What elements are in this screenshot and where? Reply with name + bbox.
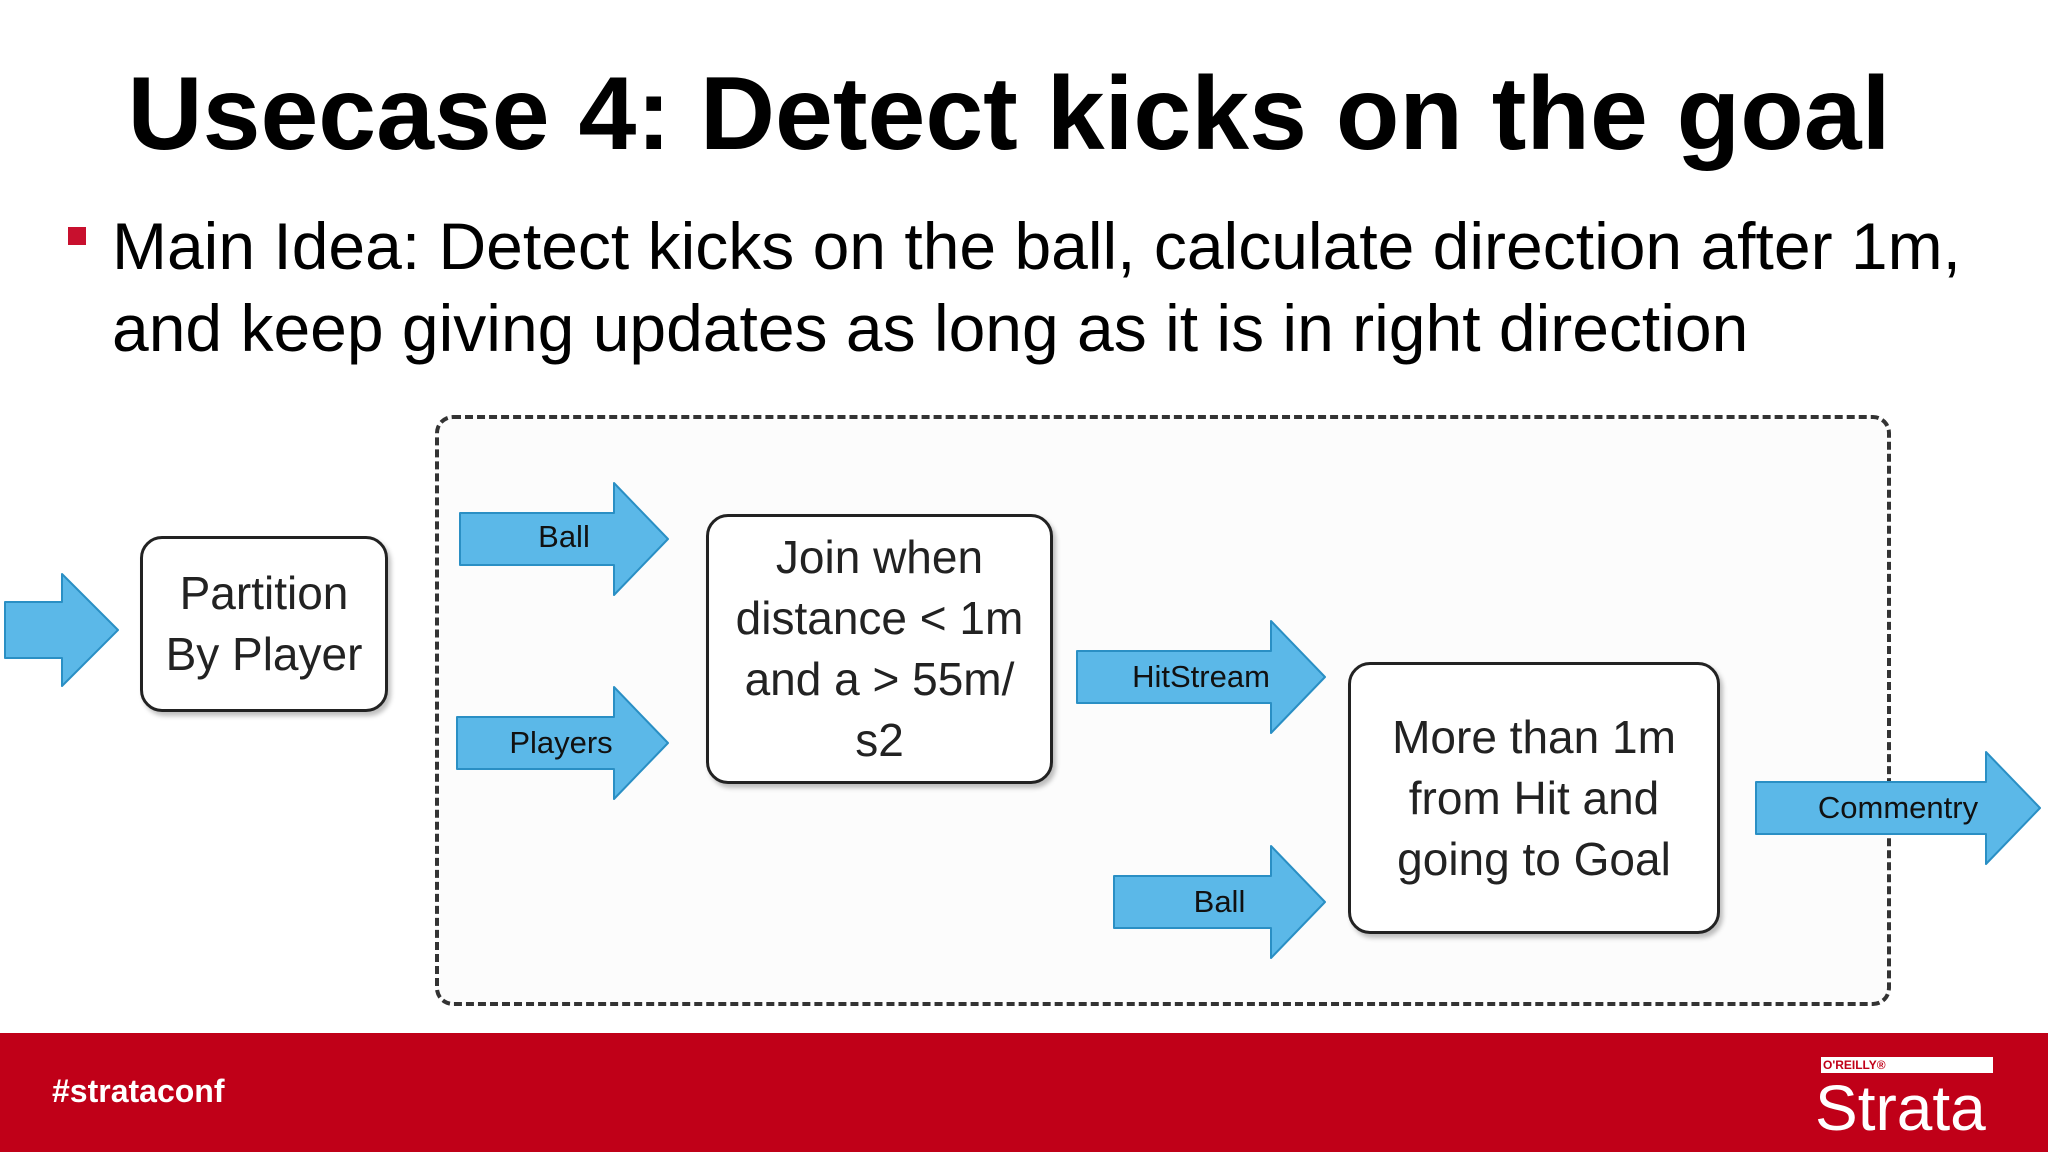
partition-box-text: Partition By Player — [165, 567, 363, 680]
ball-arrow-bottom-label: Ball — [1193, 884, 1246, 919]
goal-direction-box: More than 1m from Hit and going to Goal — [1348, 662, 1720, 934]
commentry-arrow: Commentry — [1755, 751, 2041, 865]
join-box-text: Join when distance < 1m and a > 55m/ s2 — [735, 531, 1024, 766]
ball-arrow-bottom: Ball — [1113, 845, 1326, 959]
oreilly-logo-bar — [1821, 1057, 1993, 1073]
players-arrow-label: Players — [509, 725, 613, 760]
partition-by-player-box: Partition By Player — [140, 536, 388, 712]
input-arrow-icon — [4, 573, 119, 687]
oreilly-logo-text: O'REILLY® — [1823, 1058, 1886, 1072]
ball-arrow-top-label: Ball — [538, 519, 590, 554]
main-idea-bullet: Main Idea: Detect kicks on the ball, cal… — [112, 209, 1961, 365]
hitstream-arrow-icon — [1076, 620, 1326, 734]
footer-hashtag: #strataconf — [52, 1073, 225, 1109]
hitstream-arrow-label: HitStream — [1132, 659, 1270, 694]
players-arrow: Players — [456, 686, 669, 800]
goal-direction-box-text: More than 1m from Hit and going to Goal — [1392, 710, 1676, 885]
strata-logo: Strata — [1815, 1072, 1986, 1144]
players-arrow-icon — [456, 686, 669, 800]
slide-title: Usecase 4: Detect kicks on the goal — [127, 56, 1891, 172]
input-arrow — [4, 573, 119, 687]
commentry-arrow-label: Commentry — [1817, 790, 1979, 825]
bullet-marker — [68, 227, 86, 245]
footer-bar — [0, 1033, 2048, 1152]
ball-arrow-top-icon — [459, 482, 669, 596]
ball-arrow-top: Ball — [459, 482, 669, 596]
commentry-arrow-icon — [1755, 751, 2041, 865]
join-box: Join when distance < 1m and a > 55m/ s2 — [706, 514, 1053, 784]
hitstream-arrow: HitStream — [1076, 620, 1326, 734]
ball-arrow-bottom-icon — [1113, 845, 1326, 959]
